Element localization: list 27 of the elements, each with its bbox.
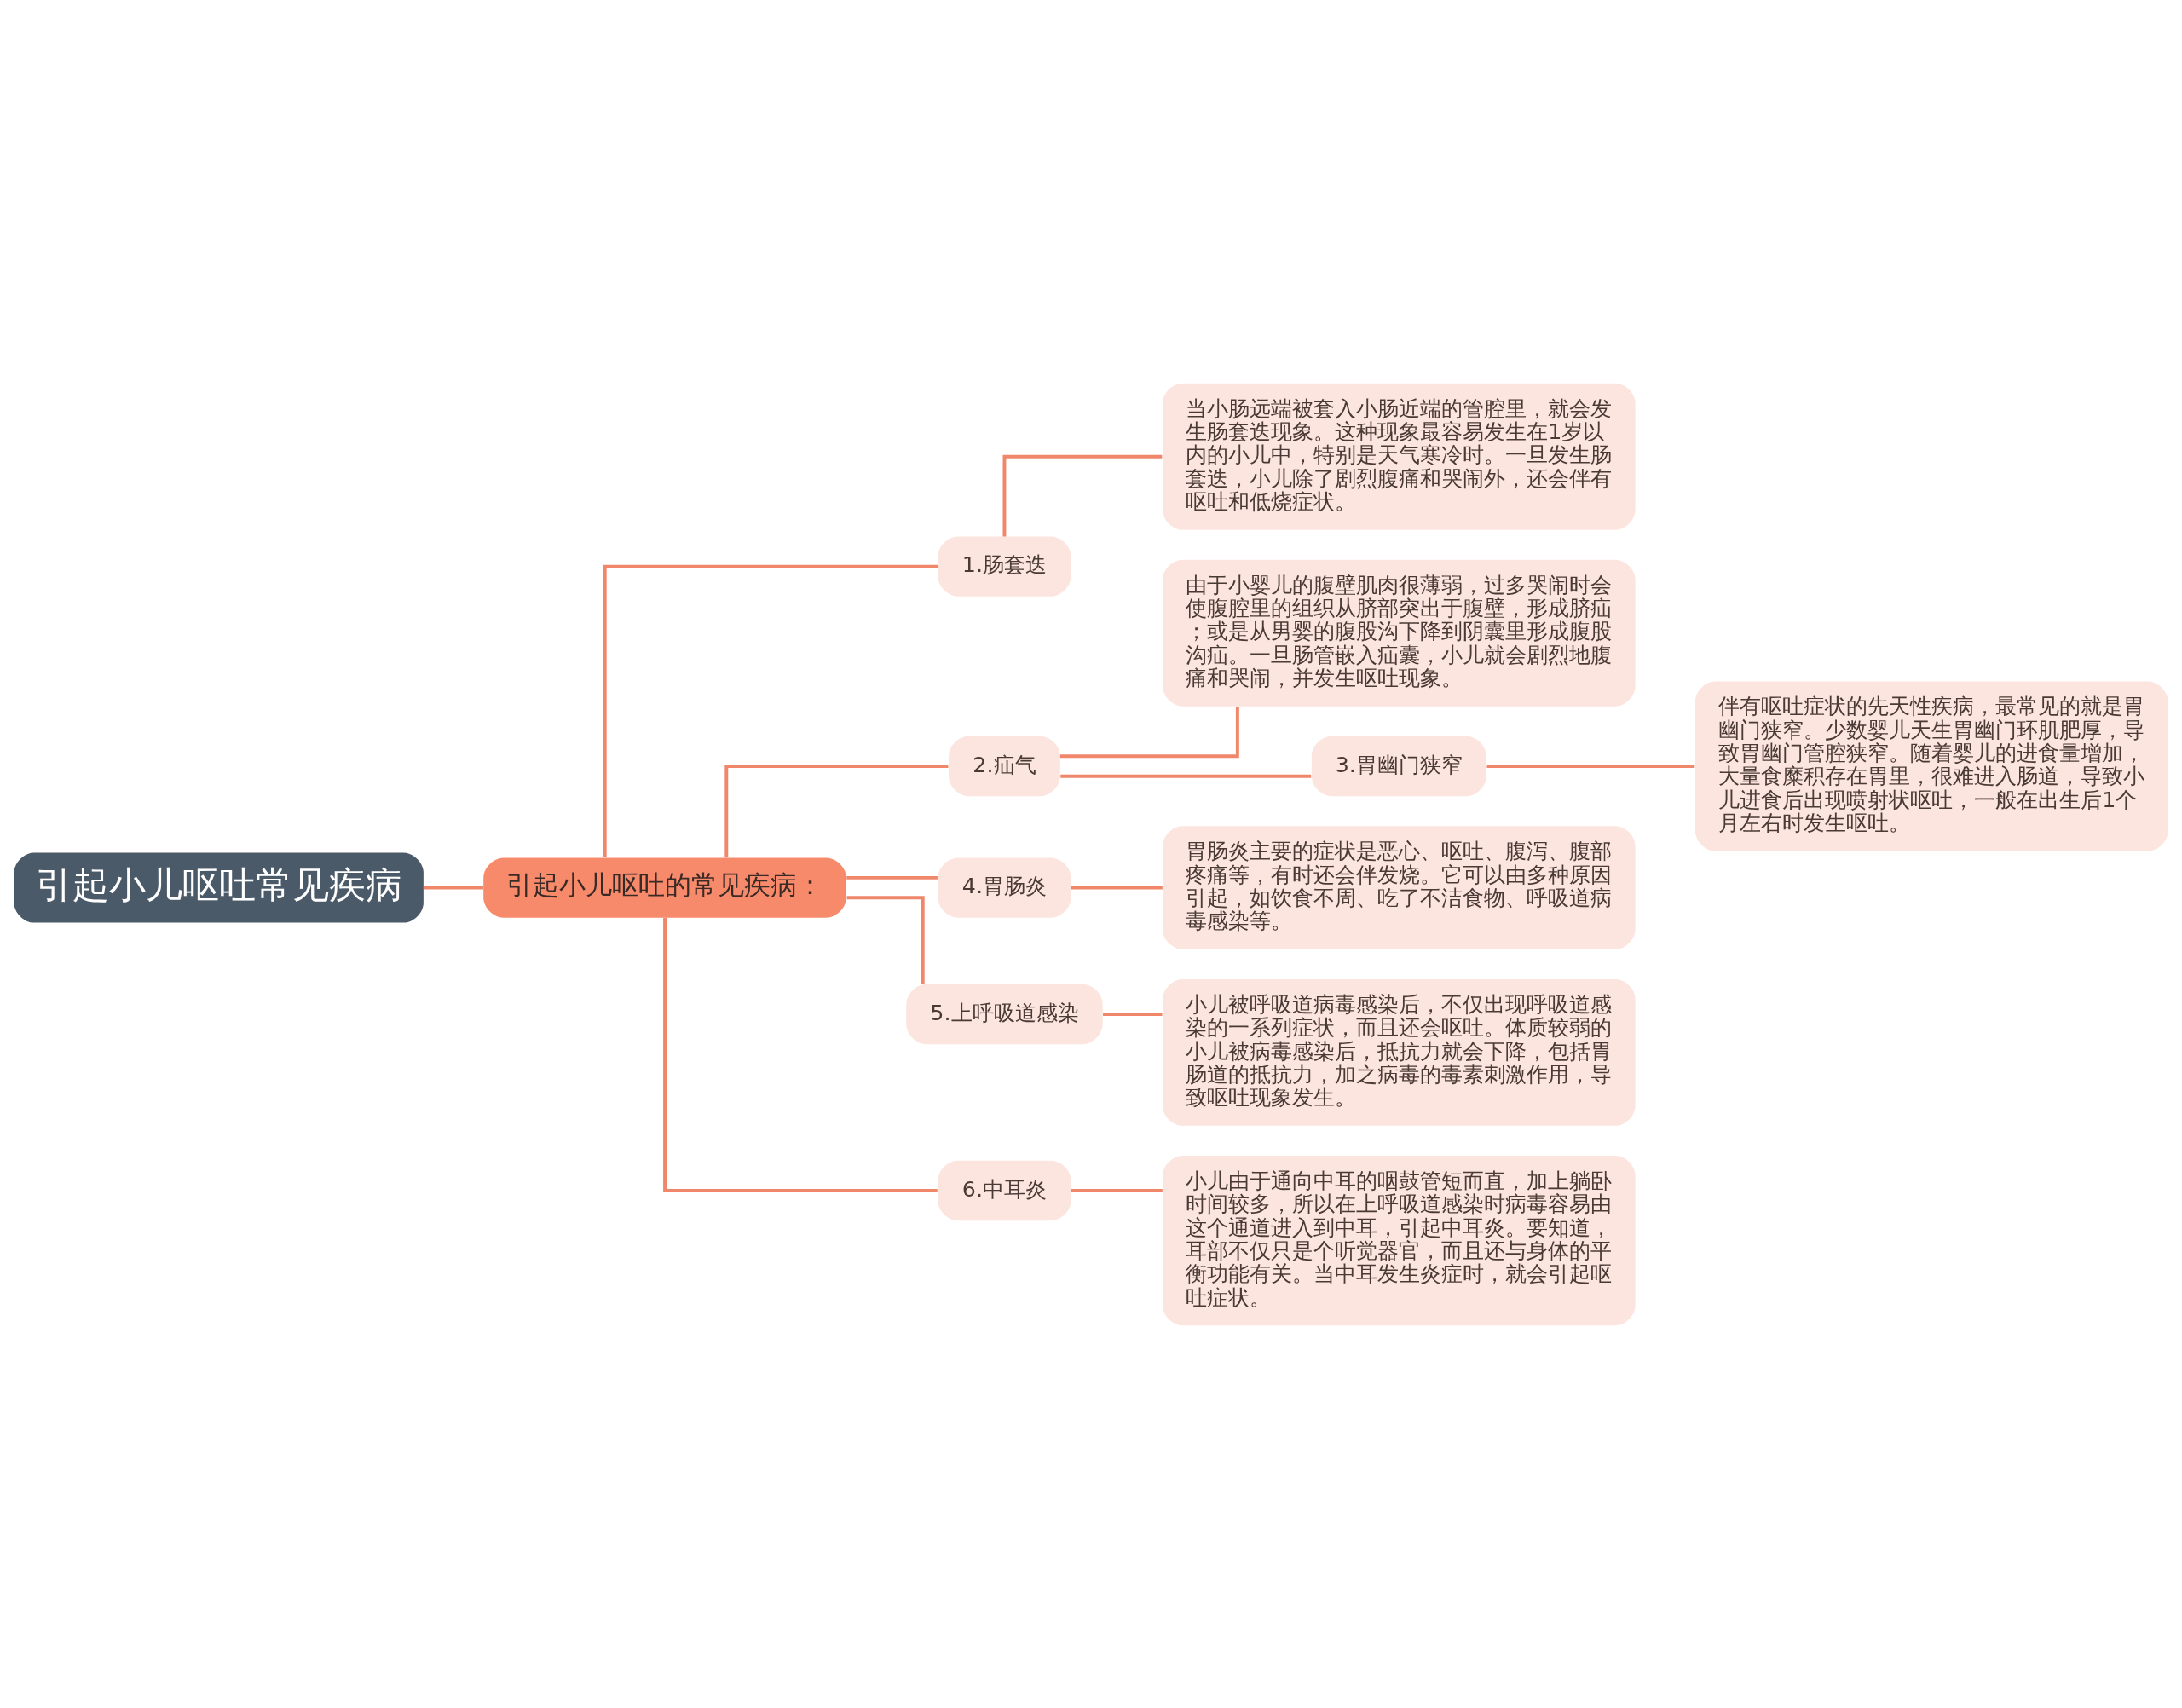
- connector: [1071, 1188, 1163, 1192]
- node-box: 4.胃肠炎: [938, 857, 1071, 918]
- node-box: 2.疝气: [949, 736, 1060, 796]
- connector: [603, 564, 938, 857]
- node-box: 由于小婴儿的腹壁肌肉很薄弱，过多哭闹时会使腹腔里的组织从脐部突出于腹壁，形成脐疝；或是从男婴的腹股沟下降到阴囊里形成腹股沟疝。一旦肠管嵌入疝囊，小儿就会剧烈地腹痛和哭闹，并发生呕吐现象。: [1163, 559, 1636, 707]
- node-box: 1.肠套迭: [938, 536, 1071, 597]
- node-box: 6.中耳炎: [938, 1160, 1071, 1220]
- connector: [663, 917, 938, 1192]
- connector: [846, 875, 938, 880]
- node-box: 伴有呕吐症状的先天性疾病，最常见的就是胃幽门狭窄。少数婴儿天生胃幽门环肌肥厚，导致胃幽门管腔狭窄。随着婴儿的进食量增加，大量食糜积存在胃里，很难进入肠道，导致小儿进食后出现喷射状呕吐，一般在出生后1个月左右时发生呕吐。: [1694, 680, 2168, 851]
- connector: [423, 886, 483, 889]
- node-box: 3.胃幽门狭窄: [1311, 736, 1486, 796]
- connector: [1059, 706, 1239, 758]
- node-box: 小儿被呼吸道病毒感染后，不仅出现呼吸道感染的一系列症状，而且还会呕吐。体质较弱的小儿被病毒感染后，抵抗力就会下降，包括胃肠道的抵抗力，加之病毒的毒素刺激作用，导致呕吐现象发生。: [1163, 978, 1636, 1126]
- node-box: 引起小儿呕吐常见疾病: [14, 852, 424, 923]
- node-box: 胃肠炎主要的症状是恶心、呕吐、腹泻、腹部疼痛等，有时还会伴发烧。它可以由多种原因引起，如饮食不周、吃了不洁食物、呼吸道病毒感染等。: [1163, 825, 1636, 949]
- connector: [1486, 764, 1695, 768]
- connector: [1060, 774, 1312, 778]
- node-box: 当小肠远端被套入小肠近端的管腔里，就会发生肠套迭现象。这种现象最容易发生在1岁以内的小儿中，特别是天气寒冷时。一旦发生肠套迭，小儿除了剧烈腹痛和哭闹外，还会伴有呕吐和低烧症状。: [1163, 383, 1636, 530]
- node-box: 引起小儿呕吐的常见疾病：: [483, 857, 846, 918]
- connector: [724, 764, 949, 857]
- connector: [1103, 1012, 1163, 1016]
- node-box: 5.上呼吸道感染: [906, 984, 1103, 1044]
- node-box: 小儿由于通向中耳的咽鼓管短而直，加上躺卧时间较多，所以在上呼吸道感染时病毒容易由这个通道进入到中耳，引起中耳炎。要知道，耳部不仅只是个听觉器官，而且还与身体的平衡功能有关。当中耳发生炎症时，就会引起呕吐症状。: [1163, 1155, 1636, 1325]
- connector: [1002, 454, 1163, 536]
- connector: [1071, 886, 1163, 889]
- connector: [846, 895, 925, 984]
